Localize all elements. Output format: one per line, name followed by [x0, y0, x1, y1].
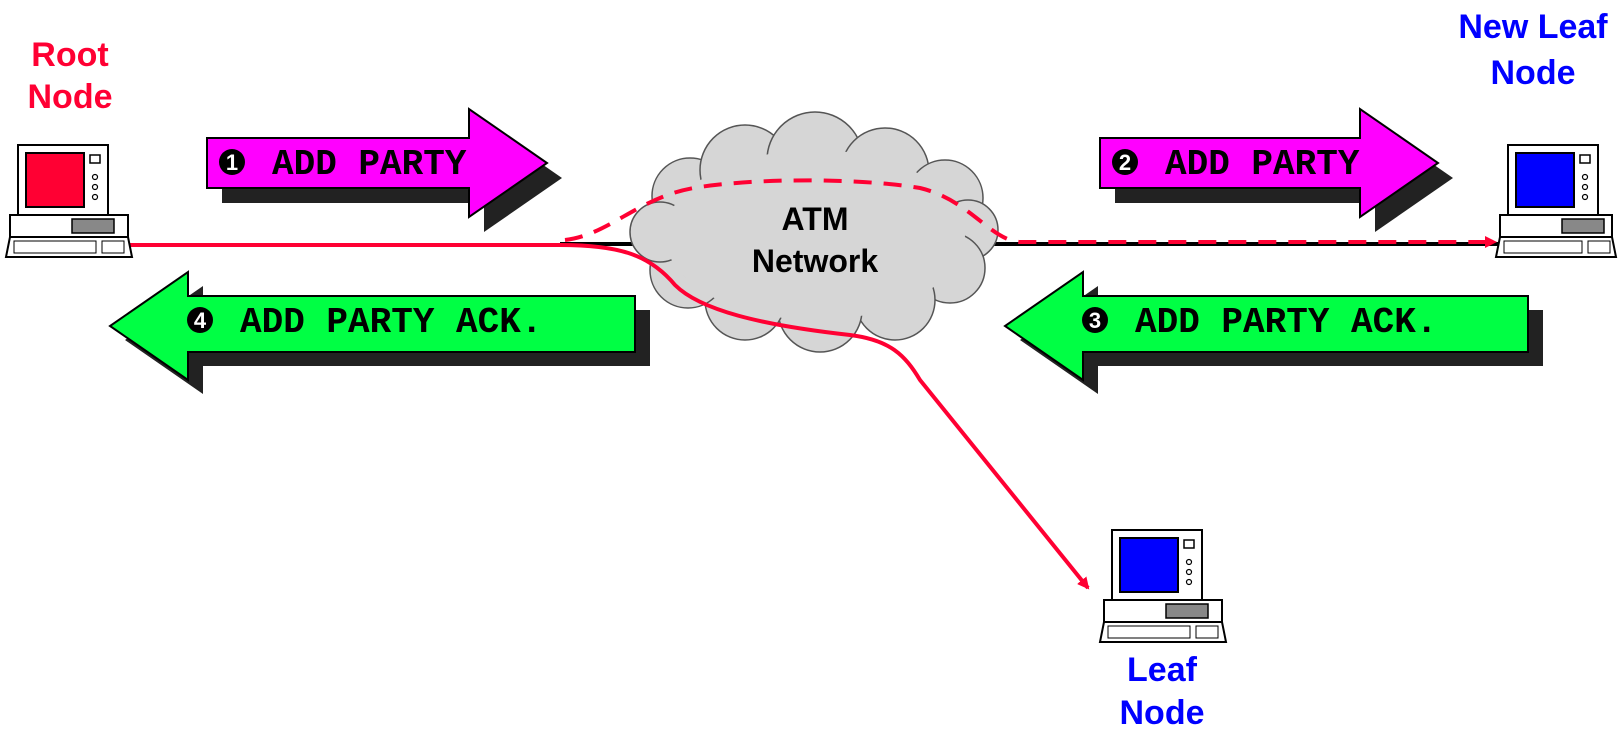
root-node-computer-icon	[4, 144, 134, 258]
leaf-node-computer-icon	[1098, 529, 1228, 643]
message-arrow-3: 3 ADD PARTY ACK.	[1003, 270, 1543, 394]
step-number-4: 4	[194, 308, 207, 333]
step-number-3: 3	[1089, 308, 1101, 333]
new-branch-path	[564, 178, 1497, 248]
message-label-1: ADD PARTY	[272, 144, 467, 185]
root-node-label-line1: Root	[31, 36, 108, 74]
atm-network-cloud: ATM Network	[629, 111, 999, 353]
message-arrow-1: 1 ADD PARTY	[206, 107, 562, 232]
step-number-1: 1	[226, 150, 238, 175]
root-node-label-line2: Node	[28, 78, 113, 116]
network-label-line1: ATM	[782, 201, 849, 237]
message-arrow-4: 4 ADD PARTY ACK.	[108, 270, 650, 394]
root-node-label: Root Node	[28, 36, 113, 116]
leaf-node-label-line1: Leaf	[1127, 651, 1198, 689]
leaf-node-label-line2: Node	[1120, 694, 1205, 729]
existing-connection-path	[128, 243, 1090, 590]
new-leaf-node-label: New Leaf Node	[1458, 8, 1608, 92]
step-badge-1	[219, 149, 245, 175]
step-number-2: 2	[1119, 150, 1131, 175]
message-label-3: ADD PARTY ACK.	[1135, 302, 1437, 343]
leaf-node-label: Leaf Node	[1120, 651, 1205, 729]
step-badge-4	[187, 307, 213, 333]
new-leaf-node-computer-icon	[1494, 144, 1618, 258]
step-badge-3	[1082, 307, 1108, 333]
new-leaf-node-label-line2: Node	[1491, 54, 1576, 92]
network-label-line2: Network	[752, 243, 878, 279]
step-badge-2	[1112, 149, 1138, 175]
message-arrow-2: 2 ADD PARTY	[1099, 107, 1453, 232]
new-leaf-node-label-line1: New Leaf	[1458, 8, 1608, 46]
message-label-2: ADD PARTY	[1165, 144, 1360, 185]
message-label-4: ADD PARTY ACK.	[240, 302, 542, 343]
